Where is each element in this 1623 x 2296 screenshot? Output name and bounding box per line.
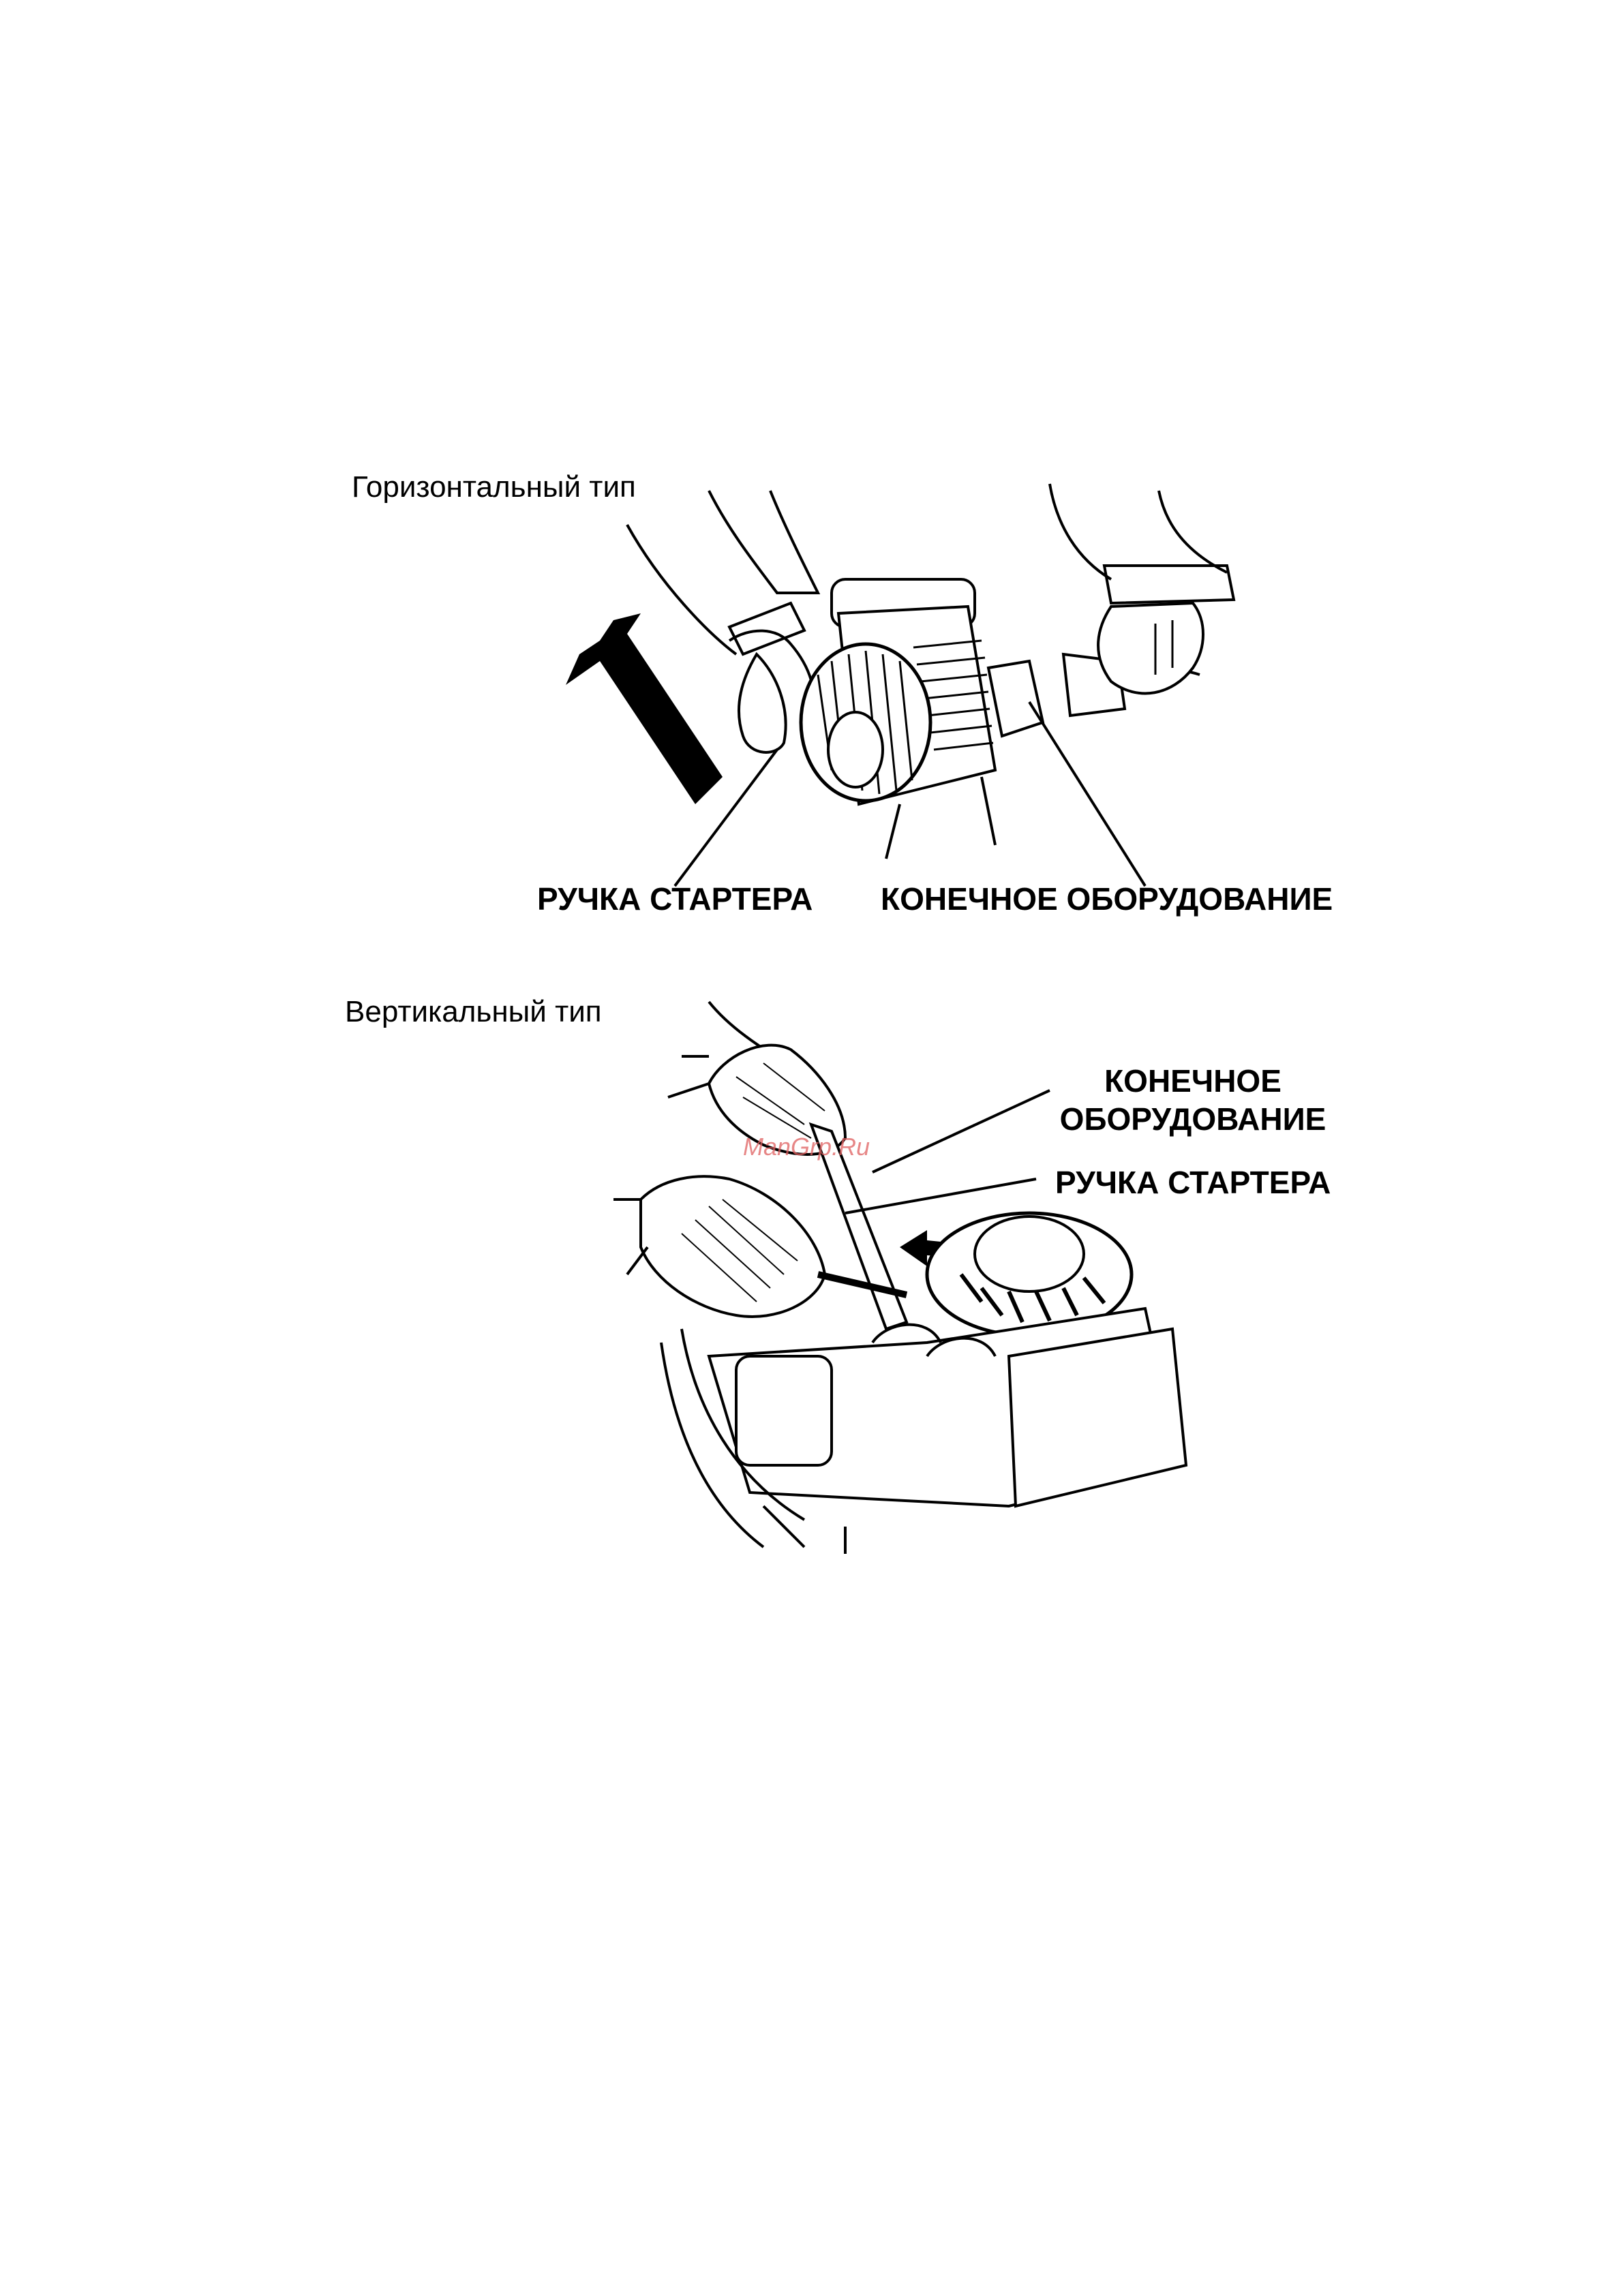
vertical-starter-handle-label: РУЧКА СТАРТЕРА	[1055, 1164, 1331, 1201]
horizontal-engine-illustration	[341, 450, 1363, 927]
vertical-end-equipment-label: КОНЕЧНОЕ ОБОРУДОВАНИЕ	[1050, 1062, 1336, 1138]
vertical-end-equipment-line1: КОНЕЧНОЕ	[1050, 1062, 1336, 1100]
horizontal-end-equipment-label: КОНЕЧНОЕ ОБОРУДОВАНИЕ	[881, 881, 1333, 917]
watermark: ManGrp.Ru	[743, 1133, 870, 1161]
vertical-end-equipment-line2: ОБОРУДОВАНИЕ	[1050, 1100, 1336, 1138]
horizontal-starter-handle-label: РУЧКА СТАРТЕРА	[537, 881, 813, 917]
pull-direction-arrow-icon	[566, 613, 723, 804]
